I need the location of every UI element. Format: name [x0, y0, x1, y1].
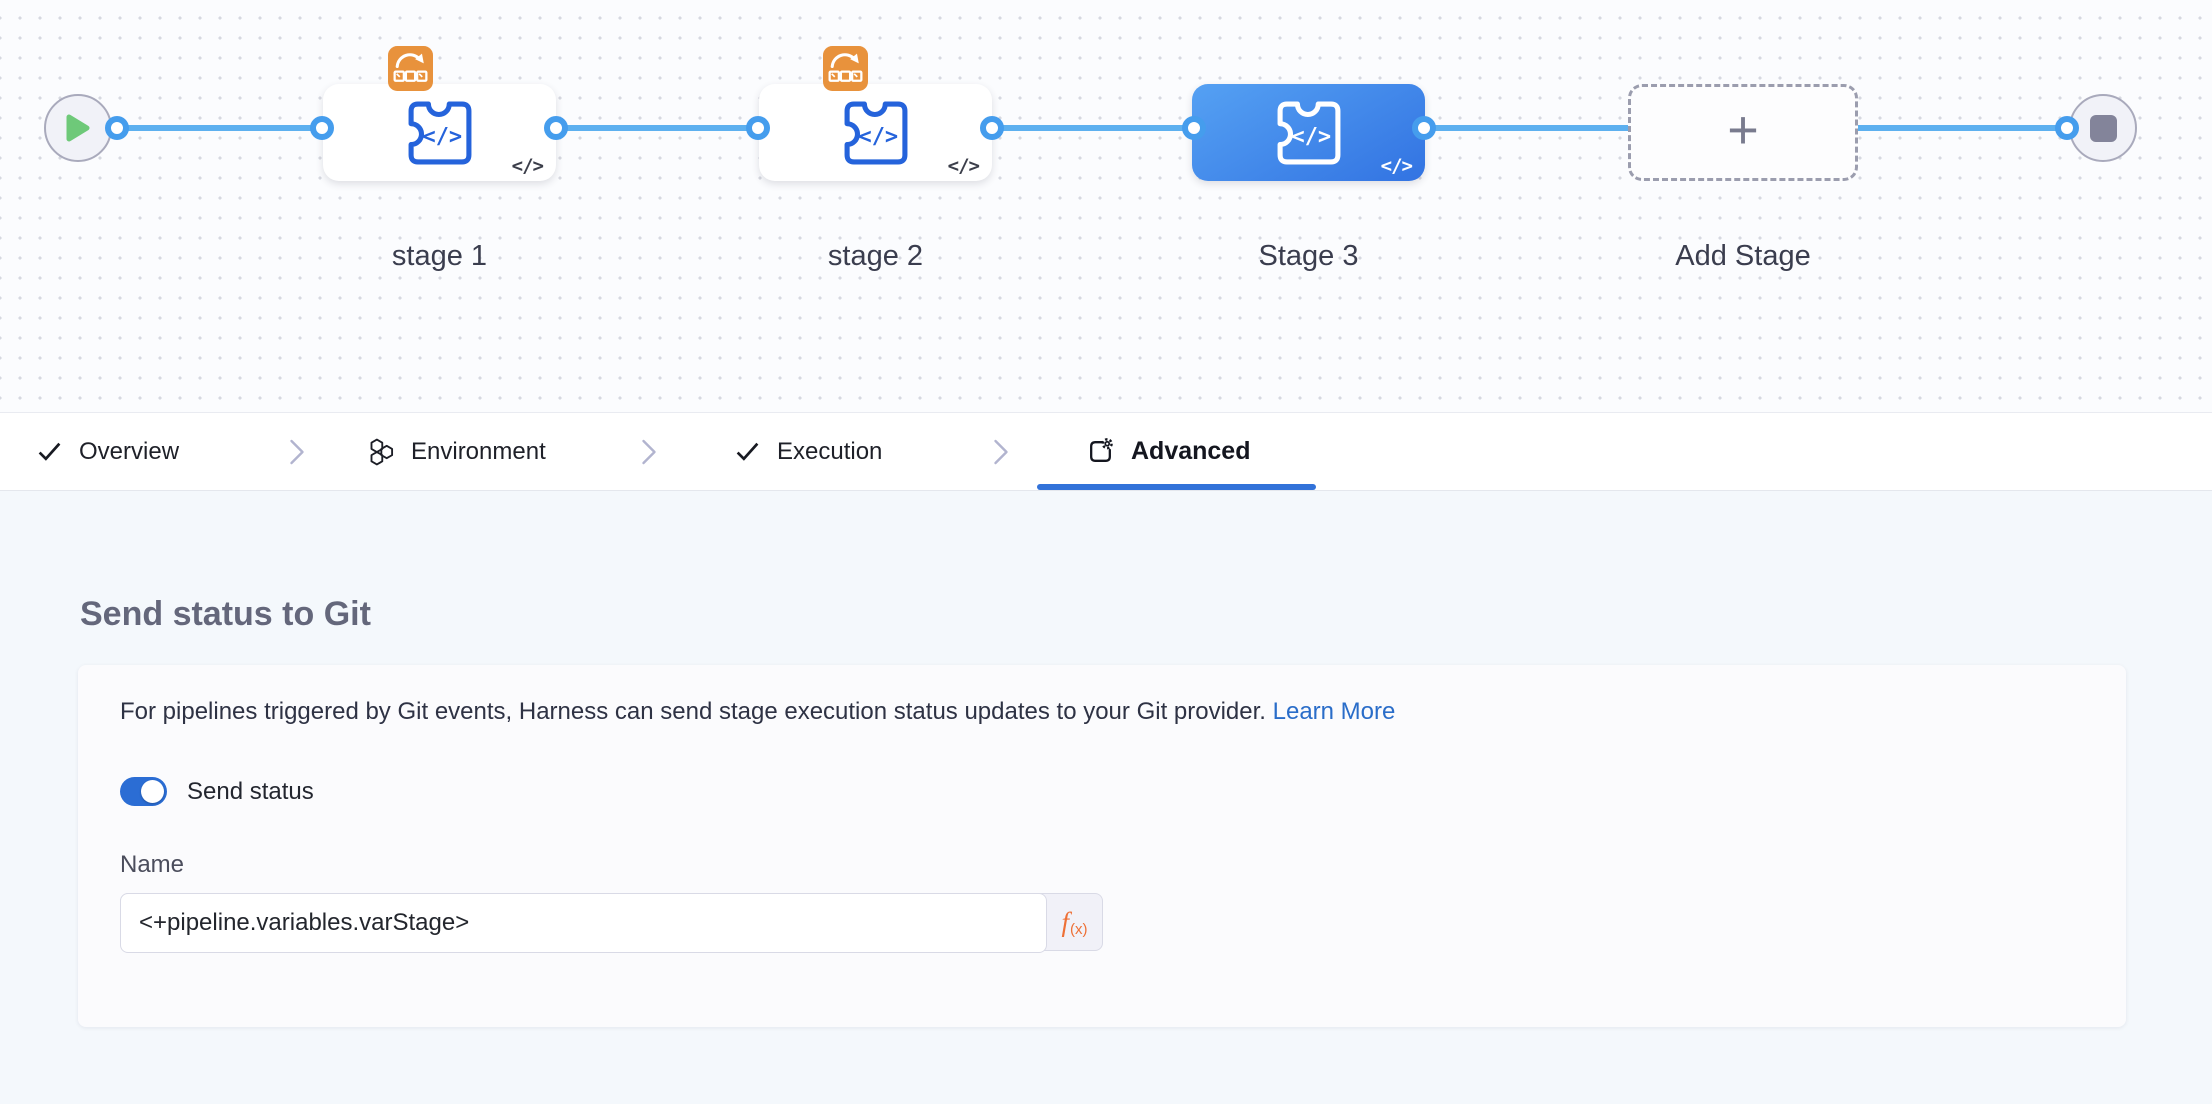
- custom-stage-icon: </>: [844, 101, 907, 164]
- check-icon: [38, 442, 61, 461]
- advanced-panel: Send status to Git For pipelines trigger…: [0, 491, 2212, 1104]
- connector-port: [746, 116, 770, 140]
- description-body: For pipelines triggered by Git events, H…: [120, 698, 1266, 725]
- connector-port: [980, 116, 1004, 140]
- connector-port: [105, 116, 129, 140]
- svg-text:</>: </>: [422, 124, 462, 149]
- stage-node-2[interactable]: </> </>: [759, 84, 992, 181]
- connector-port: [2055, 116, 2079, 140]
- fx-glyph: f: [1061, 906, 1069, 937]
- tab-overview[interactable]: Overview: [36, 413, 179, 490]
- section-heading: Send status to Git: [80, 595, 371, 633]
- pipeline-end-node: [2069, 94, 2137, 162]
- code-glyph: </>: [947, 155, 980, 177]
- code-glyph: </>: [1380, 155, 1413, 177]
- send-status-toggle[interactable]: [120, 777, 167, 806]
- connector-port: [1412, 116, 1436, 140]
- rolling-strategy-badge: [388, 46, 433, 91]
- tab-environment[interactable]: Environment: [366, 413, 546, 490]
- stop-icon: [2089, 114, 2117, 142]
- chevron-right-icon: [992, 413, 1010, 490]
- description-text: For pipelines triggered by Git events, H…: [120, 695, 1395, 730]
- chevron-right-icon: [288, 413, 306, 490]
- fx-subscript: (x): [1070, 920, 1088, 938]
- send-status-card: For pipelines triggered by Git events, H…: [78, 665, 2126, 1027]
- svg-text:</>: </>: [1291, 124, 1331, 149]
- connector-edge: [552, 125, 762, 131]
- check-icon: [736, 442, 759, 461]
- add-stage-label: Add Stage: [1675, 240, 1811, 272]
- connector-port: [544, 116, 568, 140]
- environment-hex-icon: [370, 438, 394, 466]
- advanced-gear-icon: [1090, 438, 1113, 462]
- stage-label: stage 2: [827, 240, 924, 272]
- pipeline-start-node: [44, 94, 112, 162]
- pipeline-canvas: </> </> </> </>: [0, 0, 2212, 412]
- connector-port: [310, 116, 334, 140]
- tab-label: Advanced: [1131, 437, 1251, 465]
- svg-text:</>: </>: [858, 124, 898, 149]
- stage-label: Stage 3: [1258, 240, 1359, 272]
- learn-more-link[interactable]: Learn More: [1272, 698, 1396, 725]
- active-tab-underline: [1037, 484, 1316, 490]
- connector-edge: [1420, 125, 1632, 131]
- tab-label: Execution: [777, 437, 883, 465]
- stage-config-tabbar: Overview Environment: [0, 412, 2212, 491]
- tab-label: Overview: [79, 437, 180, 465]
- rolling-strategy-badge: [823, 46, 868, 91]
- tab-label: Environment: [411, 437, 546, 465]
- chevron-right-icon: [640, 413, 658, 490]
- code-glyph: </>: [511, 155, 544, 177]
- custom-stage-icon: </>: [1277, 101, 1340, 164]
- add-stage-button[interactable]: +: [1628, 84, 1858, 181]
- plus-icon: +: [1727, 99, 1759, 160]
- name-input[interactable]: [120, 893, 1047, 953]
- expression-fx-button[interactable]: f (x): [1047, 894, 1102, 950]
- name-input-group: f (x): [120, 893, 1103, 953]
- stage-node-1[interactable]: </> </>: [323, 84, 556, 181]
- stage-node-3-selected[interactable]: </> </>: [1192, 84, 1425, 181]
- toggle-knob: [141, 780, 164, 803]
- send-status-toggle-row: Send status: [120, 777, 314, 806]
- tab-execution[interactable]: Execution: [734, 413, 882, 490]
- toggle-label: Send status: [187, 777, 314, 805]
- play-icon: [66, 114, 90, 142]
- stage-label: stage 1: [391, 240, 488, 272]
- custom-stage-icon: </>: [408, 101, 471, 164]
- name-field-label: Name: [120, 851, 185, 878]
- connector-edge: [1852, 125, 2071, 131]
- connector-edge: [110, 125, 326, 131]
- connector-edge: [988, 125, 1198, 131]
- tab-advanced[interactable]: Advanced: [1086, 413, 1250, 490]
- connector-port: [1182, 116, 1206, 140]
